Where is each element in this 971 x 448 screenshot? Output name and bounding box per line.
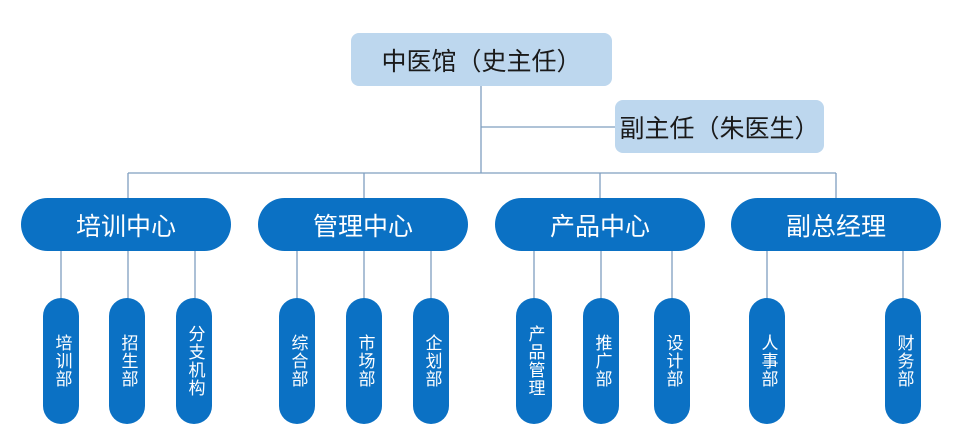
- dept-admissions: 招生部: [109, 298, 145, 424]
- deputy-node: 副主任（朱医生）: [615, 100, 824, 153]
- center-management: 管理中心: [258, 198, 468, 251]
- dept-planning: 企划部: [413, 298, 449, 424]
- root-node: 中医馆（史主任）: [351, 33, 612, 86]
- dept-hr: 人事部: [749, 298, 785, 424]
- center-product: 产品中心: [495, 198, 705, 251]
- dept-training: 培训部: [43, 298, 79, 424]
- dept-branches: 分支机构: [176, 298, 212, 424]
- dept-general-affairs: 综合部: [279, 298, 315, 424]
- dept-product-management: 产品管理: [516, 298, 552, 424]
- dept-marketing: 市场部: [346, 298, 382, 424]
- dept-promotion: 推广部: [583, 298, 619, 424]
- center-training: 培训中心: [21, 198, 231, 251]
- dept-design: 设计部: [654, 298, 690, 424]
- dept-finance: 财务部: [885, 298, 921, 424]
- center-deputy-gm: 副总经理: [731, 198, 941, 251]
